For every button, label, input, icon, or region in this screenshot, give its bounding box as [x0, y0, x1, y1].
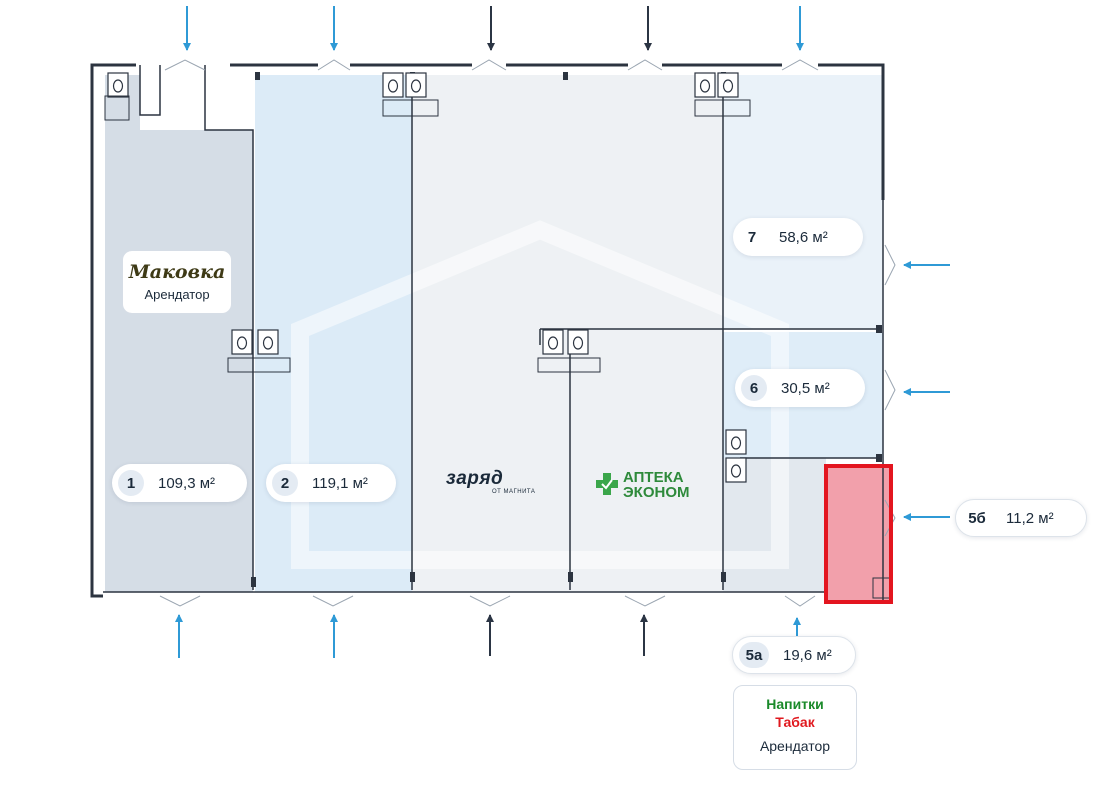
outer-walls	[90, 63, 885, 598]
kiosk-tenant-label: Арендатор	[759, 738, 831, 754]
zaryad-logo-sub: ОТ МАГНИТА	[492, 489, 536, 495]
bottom-doors	[159, 595, 816, 607]
unit-2-badge[interactable]: 2 119,1 м²	[266, 464, 396, 502]
unit-2-area	[255, 75, 412, 592]
unit-area: 58,6	[779, 228, 809, 246]
watermark-house	[291, 220, 789, 569]
unit-7-badge[interactable]: 7 58,6 м²	[733, 218, 863, 256]
entrance-arrows	[175, 6, 950, 658]
inner-walls	[103, 65, 884, 600]
unit-area-unit: м²	[812, 228, 828, 246]
zaryad-logo: заряд	[446, 468, 504, 489]
pharmacy-cross-icon	[596, 473, 618, 495]
apteka-line1: АПТЕКА	[623, 469, 684, 486]
unit-area-unit: м²	[816, 646, 832, 664]
unit-6-badge[interactable]: 6 30,5 м²	[735, 369, 865, 407]
unit-area-unit: м²	[199, 474, 216, 492]
apteka-area	[570, 332, 723, 592]
unit-number: 1	[118, 470, 144, 496]
unit-5b-badge[interactable]: 5б 11,2 м²	[955, 499, 1087, 537]
unit-area-unit: м²	[352, 474, 368, 492]
top-doors	[164, 59, 819, 71]
unit-area: 119,1	[312, 474, 349, 492]
makovka-logo: Маковка	[128, 261, 226, 283]
makovka-card: Маковка Арендатор	[122, 250, 232, 314]
unit-number: 5а	[739, 642, 769, 668]
unit-number: 6	[741, 375, 767, 401]
unit-5a-badge[interactable]: 5а 19,6 м²	[732, 636, 856, 674]
unit-area-unit: м²	[1038, 509, 1054, 527]
unit-area: 30,5	[781, 379, 811, 397]
kiosk-tobacco: Табак	[775, 714, 815, 730]
makovka-tenant-label: Арендатор	[144, 287, 210, 302]
unit-area: 109,3	[158, 474, 196, 492]
unit-number: 5б	[962, 505, 992, 531]
unit-5b-outline	[824, 464, 893, 604]
kiosk-drinks: Напитки	[766, 696, 824, 712]
unit-area: 19,6	[783, 646, 813, 664]
right-doors	[884, 244, 896, 537]
unit-number: 7	[739, 224, 765, 250]
unit-1-badge[interactable]: 1 109,3 м²	[112, 464, 247, 502]
unit-5b-area	[826, 466, 891, 602]
unit-number: 2	[272, 470, 298, 496]
unit-1-area	[105, 130, 253, 592]
apteka-logo: АПТЕКА ЭКОНОМ	[623, 470, 690, 500]
kiosk-card: Напитки Табак Арендатор	[733, 685, 857, 770]
apteka-line2: ЭКОНОМ	[623, 484, 690, 501]
unit-7-area	[723, 75, 883, 329]
unit-area-unit: м²	[814, 379, 830, 397]
unit-area: 11,2	[1006, 509, 1035, 527]
